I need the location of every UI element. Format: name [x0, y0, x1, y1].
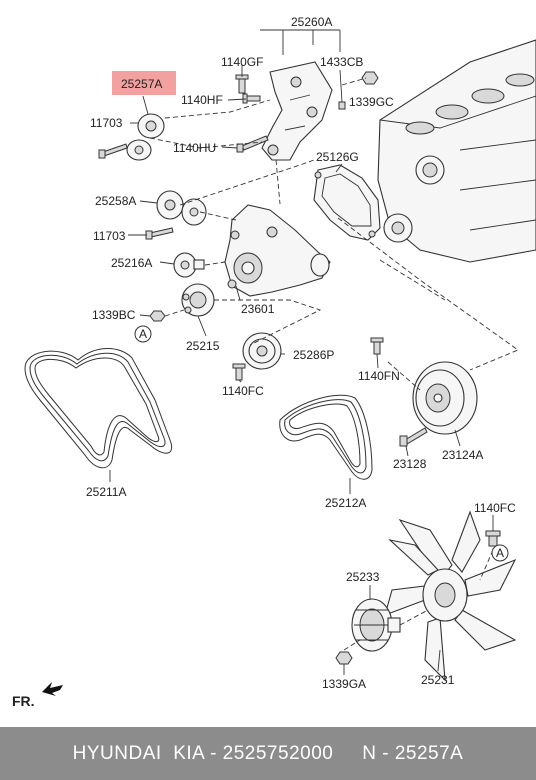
label-1140FC-right: 1140FC — [474, 501, 516, 515]
label-1339GA: 1339GA — [322, 677, 366, 691]
label-1433CB: 1433CB — [320, 55, 363, 69]
label-1140GF: 1140GF — [221, 55, 263, 69]
reference-marker-a-right: A — [491, 544, 509, 562]
label-23128: 23128 — [393, 457, 427, 471]
front-label: FR. — [12, 693, 35, 709]
label-23601: 23601 — [241, 302, 275, 316]
bolt-11703-lower — [145, 227, 174, 240]
label-25257A: 25257A — [121, 77, 162, 91]
parts-diagram: A A 25260A 25257A 1140GF 1433CB 1339GC 1… — [12, 15, 536, 709]
reference-marker-a-left: A — [134, 325, 152, 343]
water-pump-23601 — [224, 204, 331, 297]
footer-text: HYUNDAI KIA - 2525752000 N - 25257A — [72, 742, 464, 764]
label-25212A: 25212A — [325, 496, 366, 510]
highlight-box — [112, 71, 176, 95]
bolt-1140FC-right — [485, 530, 501, 547]
label-1339BC: 1339BC — [92, 308, 136, 322]
gasket-25126G — [313, 164, 381, 241]
front-arrow-icon — [42, 682, 63, 696]
label-25215: 25215 — [186, 339, 220, 353]
marker-a-right-label: A — [496, 546, 504, 560]
marker-a-left-label: A — [139, 327, 147, 341]
label-1140HF: 1140HF — [181, 93, 223, 107]
part-number-footer: HYUNDAI KIA - 2525752000 N - 25257A — [0, 727, 536, 780]
tensioner-pulley-25257A — [126, 113, 165, 161]
cooling-fan-25231 — [384, 510, 517, 682]
label-25286P: 25286P — [293, 348, 334, 362]
part-labels: 25260A 25257A 1140GF 1433CB 1339GC 1140H… — [86, 15, 516, 691]
bolt-1140GF — [235, 74, 249, 94]
label-1140FN: 1140FN — [358, 369, 400, 383]
bolt-23128 — [399, 427, 428, 447]
label-25126G: 25126G — [316, 150, 359, 164]
label-1140HU: 1140HU — [173, 141, 216, 155]
pulley-25216A — [173, 252, 205, 278]
label-11703-upper: 11703 — [90, 116, 123, 130]
label-25258A: 25258A — [95, 194, 136, 208]
idler-pulley-25258A — [156, 190, 207, 226]
front-direction-indicator: FR. — [12, 682, 63, 709]
label-11703-lower: 11703 — [93, 229, 126, 243]
bolt-1140FN — [370, 337, 384, 355]
label-25231: 25231 — [421, 673, 455, 687]
pin-1433CB — [338, 101, 346, 110]
label-25211A: 25211A — [86, 485, 126, 499]
engine-block — [377, 39, 536, 263]
label-23124A: 23124A — [442, 448, 483, 462]
bolt-1140HF — [242, 93, 261, 104]
label-25260A: 25260A — [291, 15, 332, 29]
belt-25211A — [24, 348, 173, 469]
pulley-25286P — [242, 332, 282, 370]
nut-1339GA — [335, 651, 353, 665]
belt-25212A — [279, 394, 373, 480]
fan-clutch-25233 — [351, 598, 401, 652]
nut-1339BC — [149, 310, 166, 322]
pulley-25215 — [181, 283, 215, 317]
damper-pulley-23124A — [412, 361, 478, 435]
label-25216A: 25216A — [111, 256, 152, 270]
leader-lines — [109, 29, 494, 675]
bolt-11703-upper — [98, 143, 128, 159]
nut-1339GC — [361, 71, 379, 85]
label-25233: 25233 — [346, 570, 380, 584]
bolt-1140FC-left — [232, 363, 246, 381]
label-1339GC: 1339GC — [349, 95, 394, 109]
label-1140FC-left: 1140FC — [222, 384, 264, 398]
alternator-bracket — [261, 61, 333, 161]
assembly-lines — [149, 77, 519, 651]
